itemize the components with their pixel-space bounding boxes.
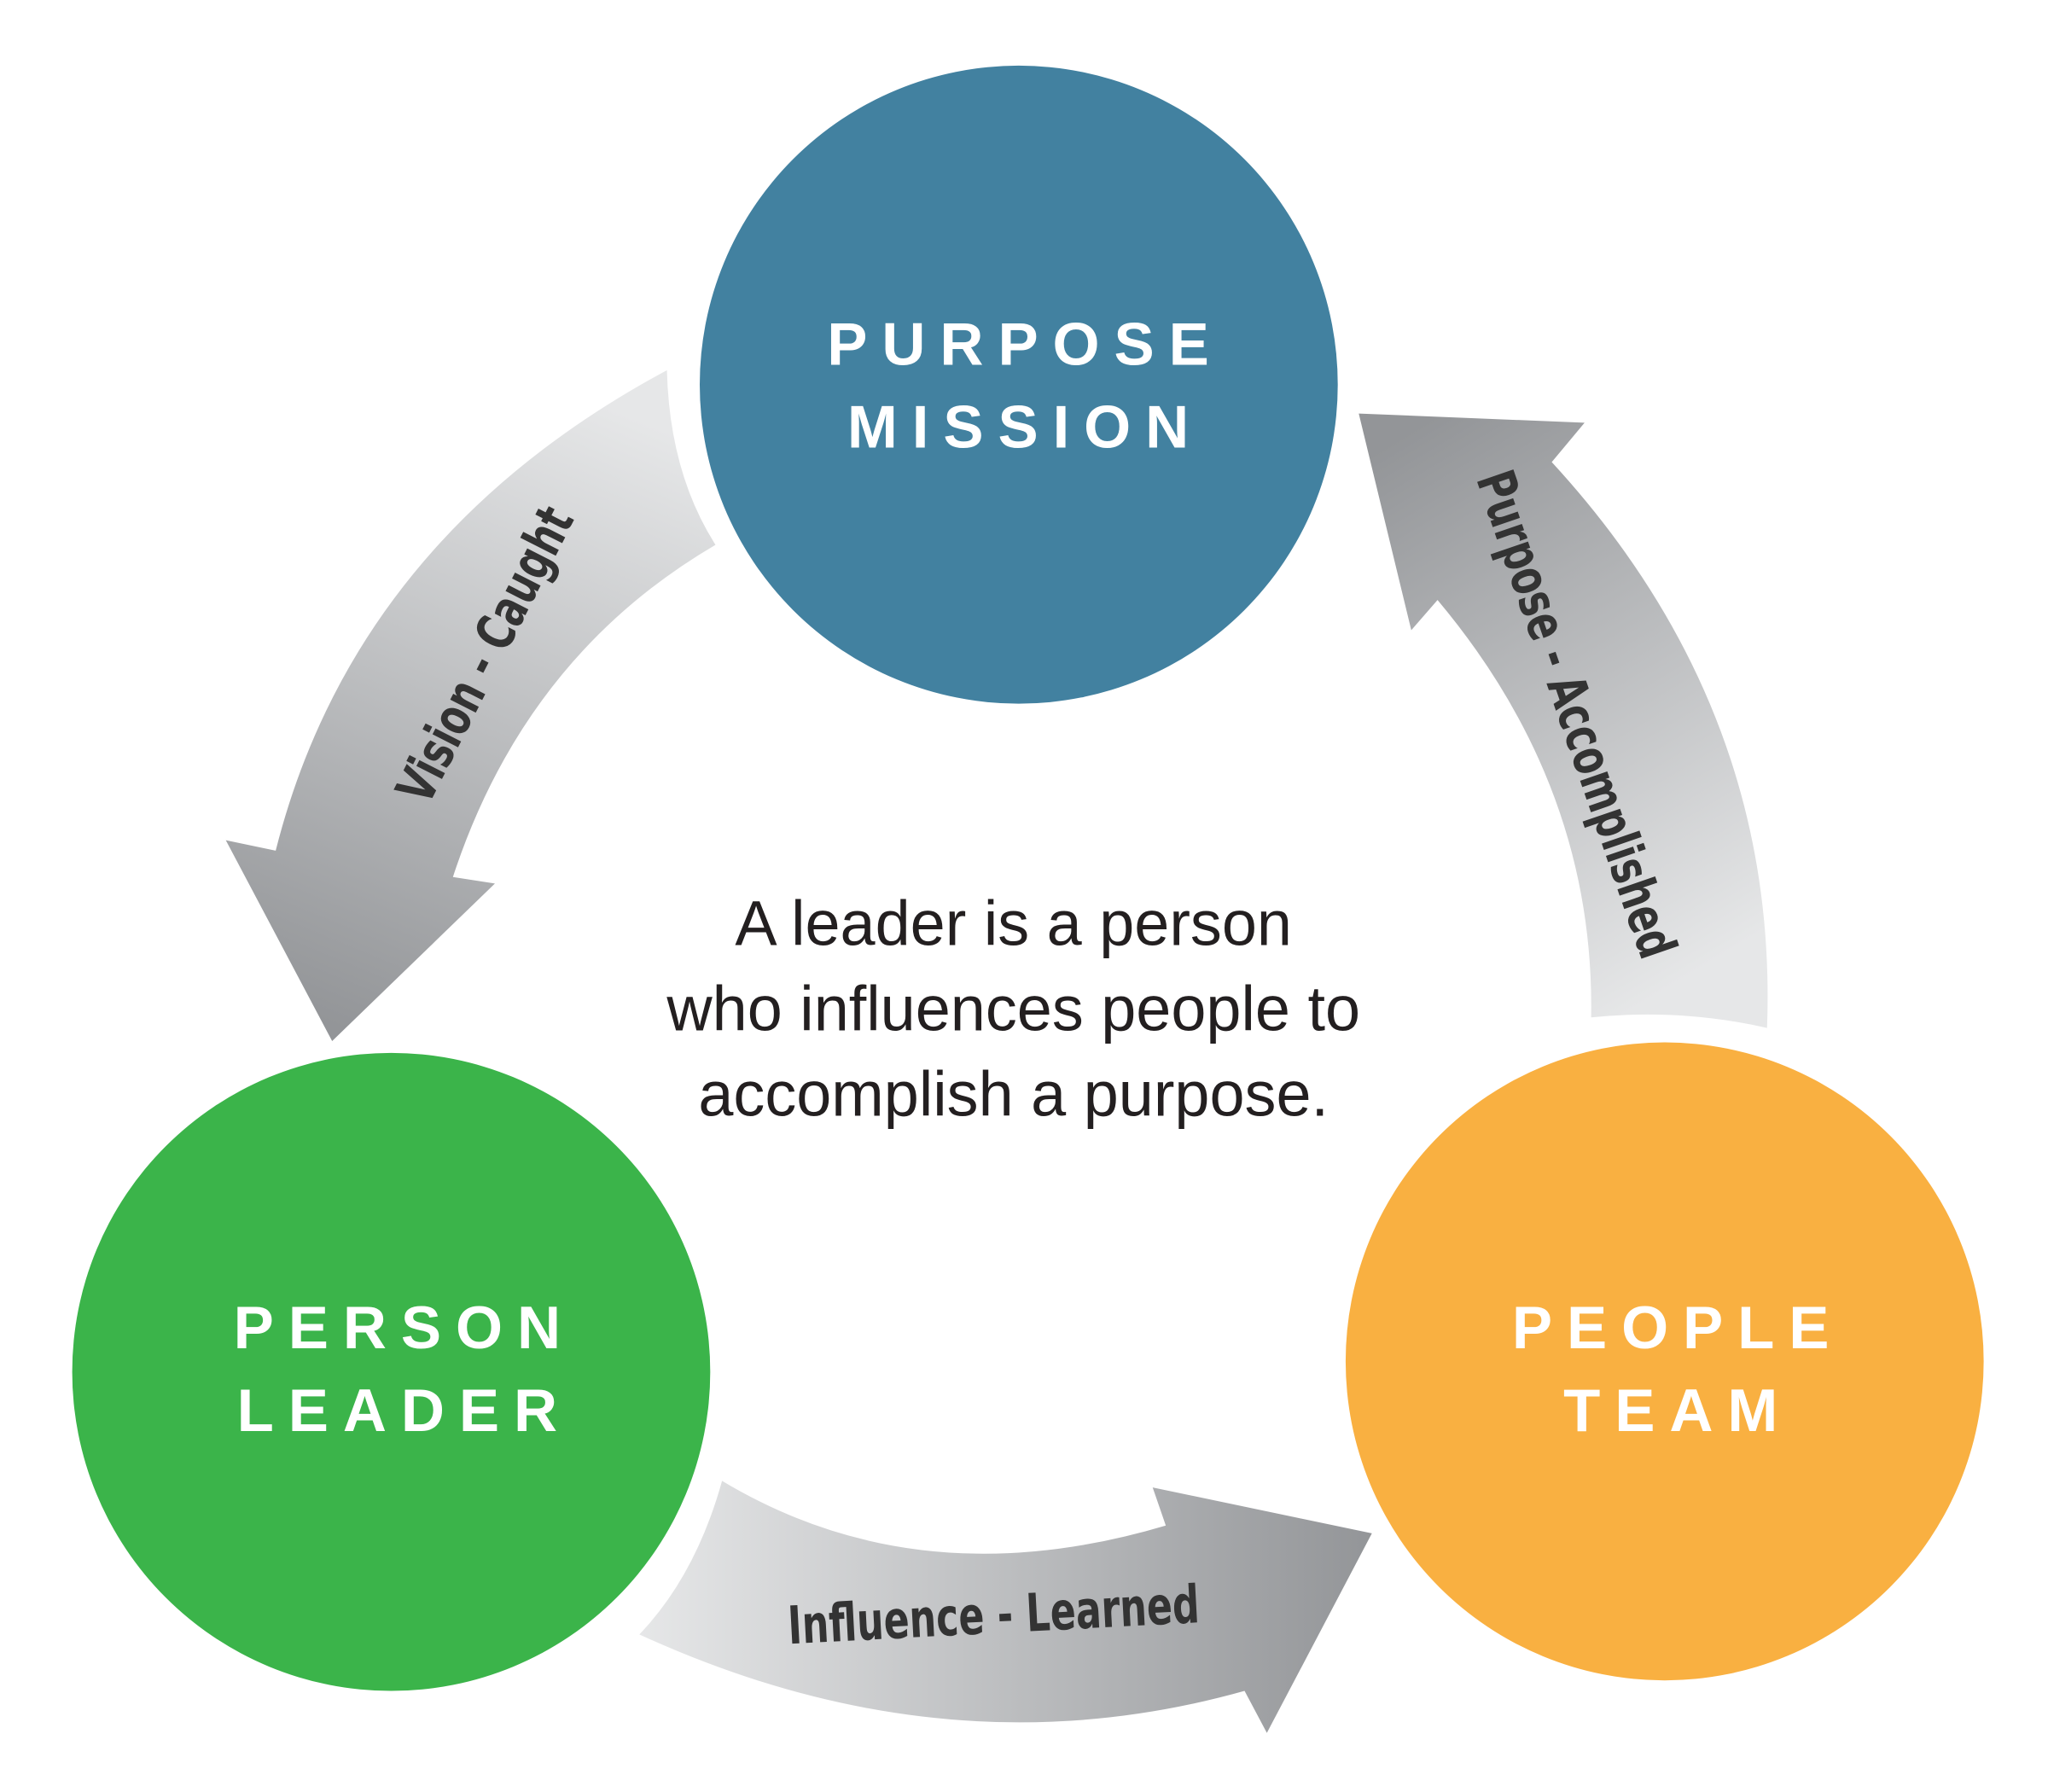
purpose-arrow	[1359, 413, 1768, 1028]
person-label: PERSON	[234, 1294, 575, 1361]
mission-label: MISSION	[847, 393, 1203, 461]
purpose-mission-node: PURPOSE MISSION	[700, 65, 1338, 704]
leader-label: LEADER	[237, 1376, 572, 1444]
purpose-label: PURPOSE	[827, 311, 1223, 378]
team-label: TEAM	[1563, 1376, 1792, 1444]
people-label: PEOPLE	[1512, 1294, 1844, 1361]
people-team-node: PEOPLE TEAM	[1345, 1042, 1984, 1681]
influence-arrow	[639, 1481, 1372, 1733]
center-text-line-2: who influences people to	[666, 974, 1360, 1044]
vision-arrow	[225, 369, 716, 1041]
person-leader-node: PERSON LEADER	[72, 1052, 711, 1691]
center-text-line-1: A leader is a person	[735, 888, 1292, 959]
center-text-line-3: accomplish a purpose.	[698, 1059, 1329, 1130]
